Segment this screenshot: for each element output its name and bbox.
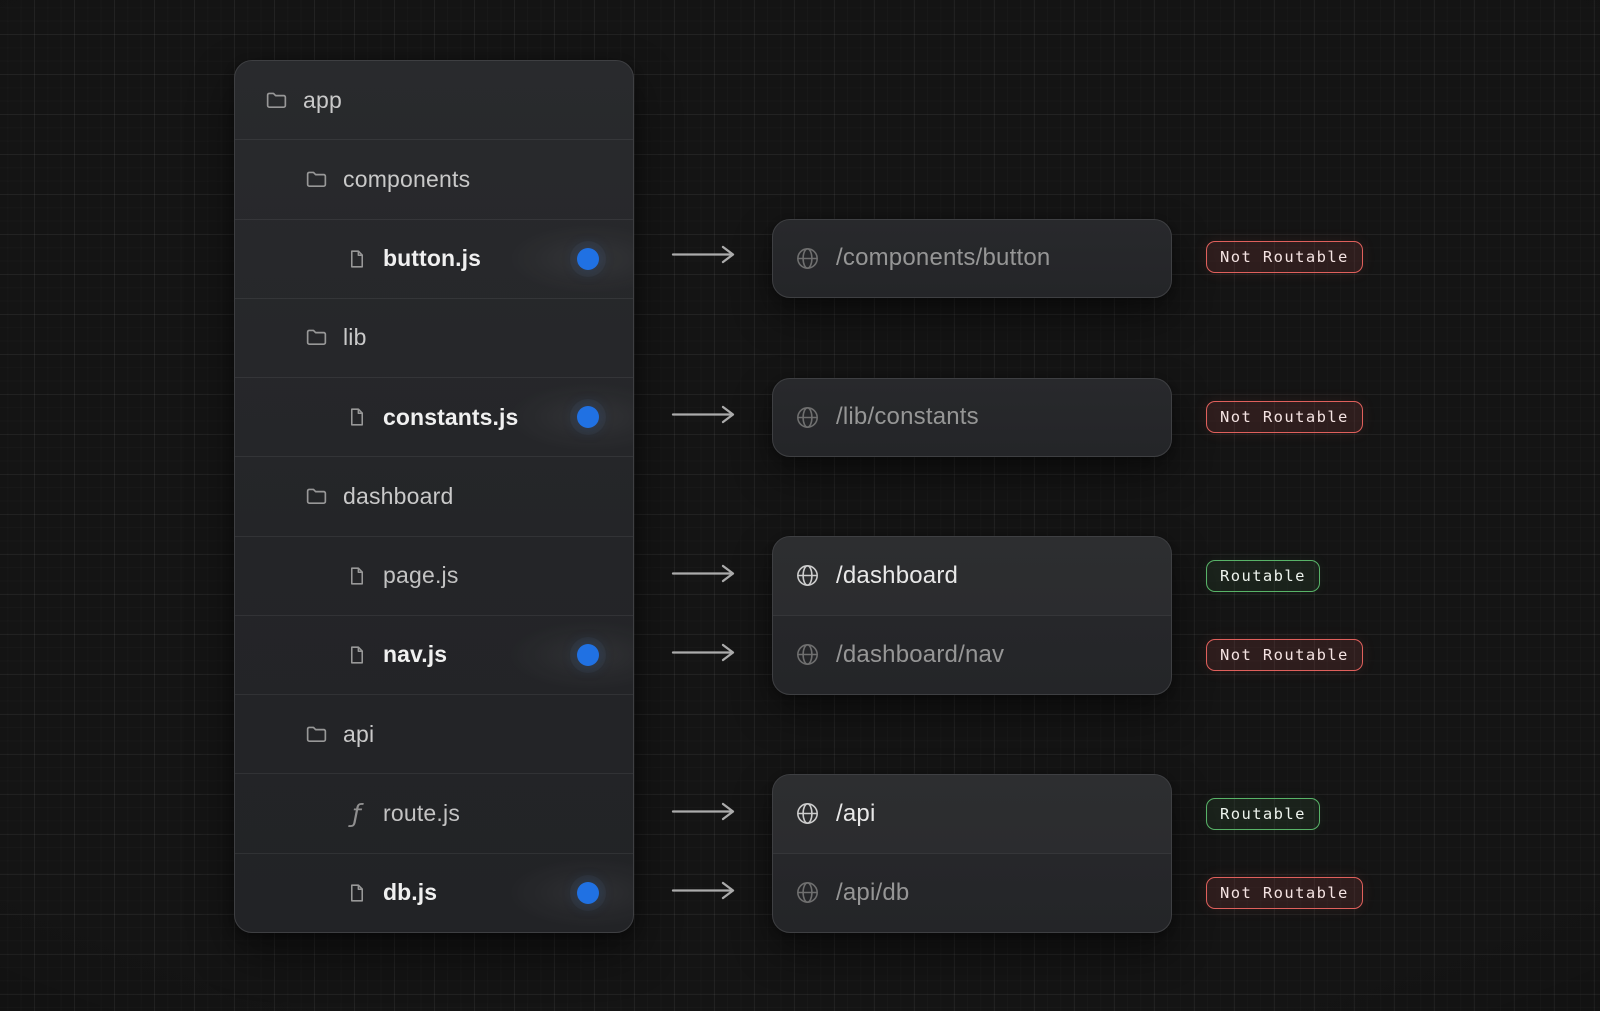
- tree-row-route-js: ƒ route.js: [235, 773, 633, 852]
- route-box-4: /api/api/db: [772, 774, 1172, 933]
- tree-row-dashboard: dashboard: [235, 456, 633, 535]
- route-row-api-db: /api/db: [773, 852, 1171, 932]
- arrow-right-icon: [670, 402, 740, 431]
- client-dot: [577, 247, 599, 270]
- route-row-dashboard: /dashboard: [773, 537, 1171, 615]
- tree-label-dashboard: dashboard: [343, 482, 454, 509]
- file-icon: [343, 404, 370, 431]
- globe-icon: [794, 562, 821, 589]
- file-icon: [343, 879, 370, 906]
- folder-icon: [303, 721, 330, 748]
- route-status-badge: Not Routable: [1206, 400, 1363, 433]
- file-tree-panel: app components button.js lib constants.js das…: [234, 60, 634, 933]
- tree-row-page-js: page.js: [235, 535, 633, 615]
- arrow-right-icon: [670, 561, 740, 590]
- folder-icon: [263, 87, 290, 114]
- tree-row-lib: lib: [235, 297, 633, 377]
- arrow-right-icon: [670, 641, 740, 670]
- file-icon: [343, 562, 370, 589]
- folder-icon: [303, 324, 330, 351]
- route-path: /api: [836, 799, 876, 827]
- tree-row-constants-js: constants.js: [235, 377, 633, 457]
- function-icon: ƒ: [343, 800, 370, 827]
- globe-icon: [794, 879, 821, 906]
- tree-label-lib: lib: [343, 324, 367, 351]
- tree-label-app: app: [303, 86, 342, 113]
- route-path: /dashboard/nav: [836, 640, 1005, 668]
- tree-label-api: api: [343, 720, 375, 747]
- tree-label-components: components: [343, 165, 471, 192]
- folder-icon: [303, 166, 330, 193]
- folder-icon: [303, 483, 330, 510]
- route-status-badge: Not Routable: [1206, 241, 1363, 273]
- tree-row-components: components: [235, 139, 633, 218]
- arrow-right-icon: [670, 879, 740, 908]
- tree-label-db-js: db.js: [383, 879, 438, 906]
- route-status-badge: Not Routable: [1206, 639, 1363, 671]
- tree-label-button-js: button.js: [383, 245, 481, 272]
- route-path: /lib/constants: [836, 403, 979, 431]
- route-box-1: /components/button: [772, 219, 1172, 298]
- route-path: /api/db: [836, 878, 910, 906]
- client-dot: [577, 643, 599, 666]
- client-dot: [577, 881, 599, 904]
- route-row-dashboard-nav: /dashboard/nav: [773, 614, 1171, 694]
- arrow-right-icon: [670, 243, 740, 272]
- globe-icon: [794, 245, 821, 272]
- globe-icon: [794, 404, 821, 431]
- file-icon: [343, 245, 370, 272]
- route-status-badge: Routable: [1206, 559, 1320, 592]
- client-dot: [577, 406, 599, 429]
- tree-row-button-js: button.js: [235, 218, 633, 298]
- tree-row-api: api: [235, 694, 633, 773]
- route-box-2: /lib/constants: [772, 378, 1172, 457]
- globe-icon: [794, 800, 821, 827]
- route-path: /dashboard: [836, 561, 959, 589]
- route-box-3: /dashboard/dashboard/nav: [772, 536, 1172, 695]
- tree-label-page-js: page.js: [383, 562, 459, 589]
- tree-row-nav-js: nav.js: [235, 614, 633, 695]
- tree-label-route-js: route.js: [383, 800, 461, 827]
- file-icon: [343, 641, 370, 668]
- route-path: /components/button: [836, 244, 1051, 272]
- route-status-badge: Routable: [1206, 797, 1320, 830]
- route-status-badge: Not Routable: [1206, 877, 1363, 909]
- route-row-api: /api: [773, 775, 1171, 853]
- route-row-components-button: /components/button: [773, 220, 1171, 297]
- arrow-right-icon: [670, 799, 740, 828]
- tree-row-db-js: db.js: [235, 852, 633, 932]
- globe-icon: [794, 641, 821, 668]
- route-row-lib-constants: /lib/constants: [773, 379, 1171, 456]
- tree-label-constants-js: constants.js: [383, 403, 519, 430]
- tree-row-app: app: [235, 61, 633, 139]
- tree-label-nav-js: nav.js: [383, 641, 448, 668]
- function-glyph: ƒ: [352, 799, 361, 829]
